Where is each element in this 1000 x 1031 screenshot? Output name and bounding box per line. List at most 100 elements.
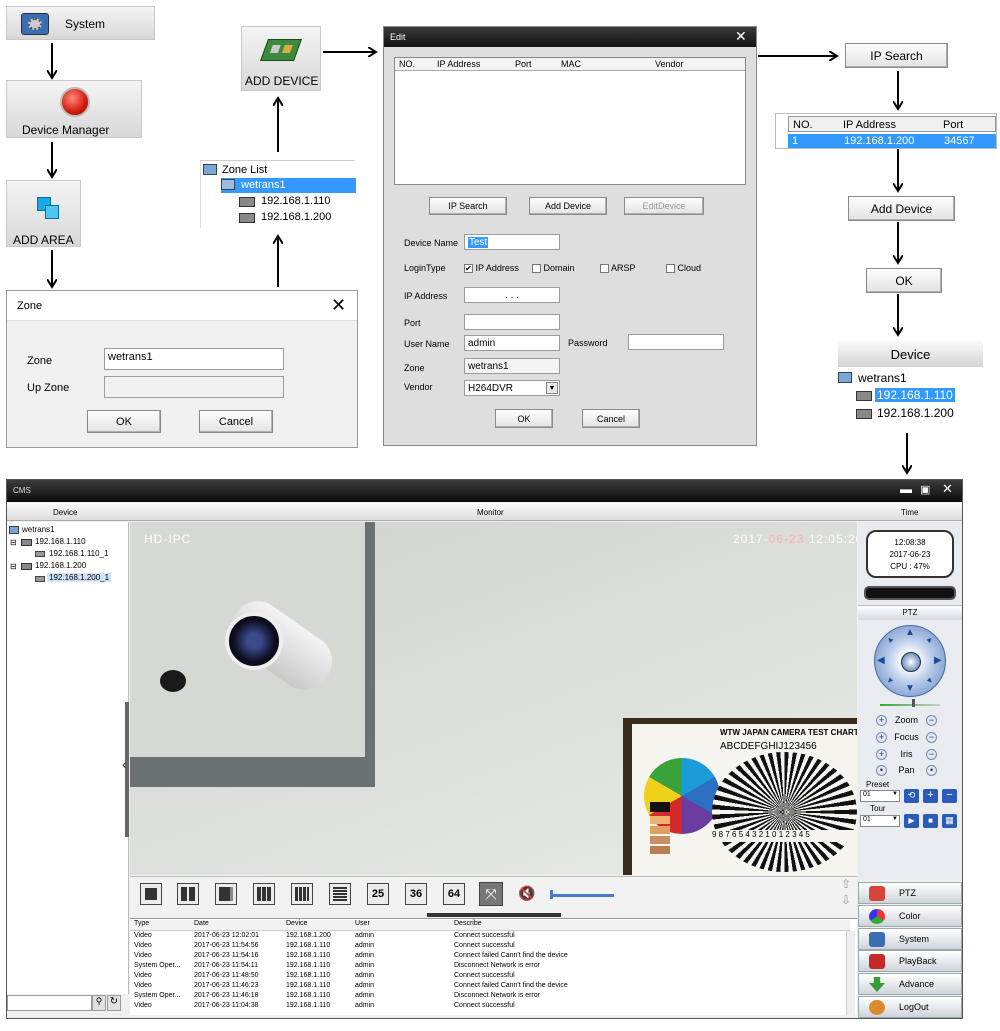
edit-device-button[interactable]: EditDevice bbox=[624, 197, 704, 215]
system-step[interactable]: System bbox=[6, 6, 155, 40]
device-panel-zone[interactable]: wetrans1 bbox=[858, 371, 907, 385]
minimize-icon[interactable]: ▬ bbox=[900, 482, 912, 496]
panel-divider-handle[interactable] bbox=[427, 913, 561, 917]
search-result-row[interactable]: 1 192.168.1.200 34567 bbox=[788, 134, 996, 148]
ptz-down-icon[interactable]: ▼ bbox=[905, 683, 915, 694]
preset-remove-icon[interactable]: − bbox=[942, 789, 957, 803]
ptz-down-right-icon[interactable]: ▼ bbox=[923, 674, 936, 687]
password-input[interactable] bbox=[628, 334, 724, 350]
layout-6-icon[interactable] bbox=[215, 883, 237, 905]
chevron-down-icon[interactable]: ▼ bbox=[892, 791, 898, 797]
chevron-down-icon[interactable]: ▼ bbox=[546, 382, 558, 394]
tree-channel[interactable]: 192.168.1.110_1 bbox=[49, 549, 109, 558]
close-icon[interactable]: ✕ bbox=[942, 481, 953, 496]
fullscreen-icon[interactable]: ⤧ bbox=[479, 882, 503, 906]
layout-64-button[interactable]: 64 bbox=[443, 883, 465, 905]
edit-cancel-button[interactable]: Cancel bbox=[582, 409, 640, 428]
layout-4-icon[interactable] bbox=[177, 883, 199, 905]
tour-grid-icon[interactable]: ▦ bbox=[942, 814, 957, 828]
zone-list-device[interactable]: 192.168.1.200 bbox=[261, 211, 332, 223]
video-monitor[interactable]: WTW JAPAN CAMERA TEST CHART ABCDEFGHIJ12… bbox=[130, 522, 857, 875]
ptz-speed-thumb[interactable] bbox=[912, 699, 915, 707]
zoom-out-icon[interactable]: − bbox=[926, 715, 938, 726]
layout-16-icon[interactable] bbox=[291, 883, 313, 905]
close-icon[interactable]: ✕ bbox=[735, 28, 747, 44]
ptz-up-right-icon[interactable]: ▲ bbox=[923, 633, 936, 646]
volume-slider-thumb[interactable] bbox=[550, 890, 553, 899]
ptz-left-icon[interactable]: ◀ bbox=[877, 655, 885, 666]
edit-ok-button[interactable]: OK bbox=[495, 409, 553, 428]
menu-logout[interactable]: LogOut bbox=[858, 996, 962, 1018]
add-device-step[interactable]: ADD DEVICE bbox=[241, 26, 321, 91]
opt-cloud[interactable]: Cloud bbox=[666, 263, 701, 274]
layout-25-button[interactable]: 25 bbox=[367, 883, 389, 905]
menu-color[interactable]: Color bbox=[858, 905, 962, 927]
search-result-grid[interactable]: NO. IP Address Port 1 192.168.1.200 3456… bbox=[775, 113, 997, 149]
tour-play-icon[interactable]: ▶ bbox=[904, 814, 919, 828]
add-device-button[interactable]: Add Device bbox=[529, 197, 607, 215]
port-input[interactable] bbox=[464, 314, 560, 330]
zone-list-device[interactable]: 192.168.1.110 bbox=[261, 195, 331, 207]
layout-36-button[interactable]: 36 bbox=[405, 883, 427, 905]
tree-scrollbar[interactable] bbox=[125, 702, 129, 837]
log-scrollbar[interactable] bbox=[846, 931, 855, 1015]
layout-1-icon[interactable] bbox=[140, 883, 162, 905]
zone-cancel-button[interactable]: Cancel bbox=[199, 410, 273, 433]
menu-system[interactable]: System bbox=[858, 928, 962, 950]
ip-search-step-button[interactable]: IP Search bbox=[845, 43, 948, 68]
add-area-step[interactable]: ADD AREA bbox=[6, 180, 81, 247]
layout-20-icon[interactable] bbox=[329, 883, 351, 905]
zone-ok-button[interactable]: OK bbox=[87, 410, 161, 433]
preset-goto-icon[interactable]: ⟲ bbox=[904, 789, 919, 803]
scroll-up-icon[interactable]: ⇧ bbox=[841, 877, 852, 891]
pan-start-icon[interactable]: • bbox=[876, 765, 887, 776]
add-device-step-button[interactable]: Add Device bbox=[848, 196, 955, 221]
scroll-down-icon[interactable]: ⇩ bbox=[841, 893, 852, 907]
search-input[interactable] bbox=[7, 995, 92, 1011]
chevron-down-icon[interactable]: ▼ bbox=[892, 816, 898, 822]
preset-add-icon[interactable]: + bbox=[923, 789, 938, 803]
pan-stop-icon[interactable]: • bbox=[926, 765, 938, 776]
focus-out-icon[interactable]: − bbox=[926, 732, 938, 743]
opt-domain[interactable]: Domain bbox=[532, 263, 575, 274]
tree-channel[interactable]: 192.168.1.200_1 bbox=[47, 573, 112, 582]
close-icon[interactable]: ✕ bbox=[331, 295, 347, 315]
device-manager-step[interactable]: Device Manager bbox=[6, 80, 142, 138]
ok-step-button[interactable]: OK bbox=[866, 268, 942, 293]
ip-address-input[interactable]: . . . bbox=[464, 287, 560, 303]
search-icon[interactable]: ⚲ bbox=[92, 995, 106, 1011]
zone-input[interactable]: wetrans1 bbox=[104, 348, 284, 370]
tree-device[interactable]: 192.168.1.200 bbox=[35, 561, 87, 570]
ptz-center-icon[interactable] bbox=[901, 652, 921, 672]
device-name-input[interactable]: Test bbox=[464, 234, 560, 250]
refresh-icon[interactable]: ↻ bbox=[107, 995, 121, 1011]
collapse-left-icon[interactable]: ‹ bbox=[122, 756, 127, 772]
menu-playback[interactable]: PlayBack bbox=[858, 950, 962, 972]
zone-list-selected-row[interactable]: wetrans1 bbox=[221, 178, 356, 193]
ptz-up-left-icon[interactable]: ▲ bbox=[883, 633, 896, 646]
menu-advance[interactable]: Advance bbox=[858, 973, 962, 995]
layout-9-icon[interactable] bbox=[253, 883, 275, 905]
focus-in-icon[interactable]: + bbox=[876, 732, 887, 743]
tree-zone[interactable]: wetrans1 bbox=[22, 525, 55, 534]
mute-icon[interactable]: 🔇 bbox=[518, 885, 536, 901]
tour-select[interactable]: 01 ▼ bbox=[860, 815, 900, 827]
preset-select[interactable]: 01 ▼ bbox=[860, 790, 900, 802]
edit-device-grid[interactable]: NO. IP Address Port MAC Vendor bbox=[394, 57, 746, 185]
ptz-right-icon[interactable]: ▶ bbox=[934, 655, 942, 666]
device-panel-device-selected[interactable]: 192.168.1.110 bbox=[875, 388, 955, 402]
user-name-input[interactable]: admin bbox=[464, 335, 560, 351]
ip-search-button[interactable]: IP Search bbox=[429, 197, 507, 215]
vendor-select[interactable]: H264DVR ▼ bbox=[464, 380, 560, 396]
device-panel-device[interactable]: 192.168.1.200 bbox=[877, 406, 954, 420]
iris-open-icon[interactable]: + bbox=[876, 749, 887, 760]
